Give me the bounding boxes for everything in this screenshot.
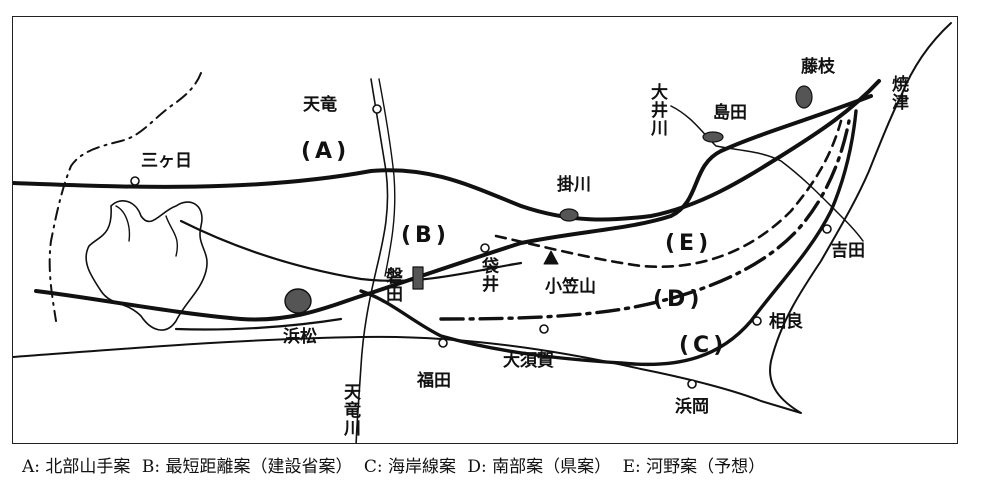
ogasayama-peak: [543, 250, 559, 265]
label-hamaoka: 浜岡: [675, 397, 709, 417]
label-hamamatsu: 浜松: [283, 327, 317, 347]
tenryu-river-line-2: [378, 78, 396, 277]
lake-inner: [115, 205, 178, 257]
label-fukuroi: 袋井: [478, 257, 498, 293]
route-legend-caption: A: 北部山手案 B: 最短距離案（建設省案） C: 海岸線案 D: 南部案（県…: [22, 452, 771, 477]
prefecture-border: [48, 72, 202, 322]
label-tenryu-river: 天竜川: [340, 383, 360, 437]
route-c-line: [359, 109, 858, 367]
iwata-area: [412, 266, 424, 290]
label-fukude: 福田: [417, 371, 451, 391]
route-b-line: [34, 94, 873, 322]
mikkabi-marker: [130, 176, 140, 186]
route-c-label: (C): [679, 333, 728, 358]
osuka-marker: [539, 324, 549, 334]
road-north-link: [179, 219, 523, 282]
route-e-line: [494, 119, 843, 268]
route-e-label: (E): [665, 231, 713, 256]
sagara-marker: [752, 316, 762, 326]
lake-hamana: [85, 200, 208, 331]
route-d-label: (D): [653, 287, 704, 312]
route-a-label: (A): [301, 139, 351, 164]
route-b-label: (B): [401, 223, 450, 248]
legend-route-c: C: 海岸線案: [363, 457, 456, 477]
shimada-area: [702, 131, 724, 143]
label-tenryu: 天竜: [303, 95, 337, 115]
label-oi-river: 大井川: [647, 83, 667, 137]
label-yoshida: 吉田: [831, 241, 865, 261]
map-drawing: [13, 22, 952, 443]
route-d-line: [439, 119, 851, 321]
tenryu-river-line: [355, 78, 389, 443]
label-yaizu: 焼津: [888, 75, 908, 111]
label-osuka: 大須賀: [503, 351, 554, 371]
route-a-line: [13, 79, 881, 222]
route-map: 天竜 三ヶ日 浜松 磐田 袋井 小笠山 掛川 島田 藤枝 焼津 吉田 相良 浜岡…: [12, 16, 958, 444]
legend-route-a: A: 北部山手案: [22, 457, 131, 477]
legend-route-b: B: 最短距離案（建設省案）: [141, 457, 353, 477]
label-fujieda: 藤枝: [801, 57, 835, 77]
tenryu-marker: [372, 104, 382, 114]
label-sagara: 相良: [769, 312, 803, 332]
hamaoka-marker: [687, 379, 697, 389]
label-mikkabi: 三ヶ日: [141, 151, 192, 171]
fukuroi-marker: [480, 243, 490, 253]
road-coast-link: [174, 317, 343, 331]
fukude-marker: [438, 338, 448, 348]
label-iwata: 磐田: [382, 267, 402, 303]
fujieda-area: [795, 85, 813, 109]
yoshida-marker: [822, 224, 832, 234]
coastline: [13, 22, 952, 414]
kakegawa-area: [559, 208, 579, 222]
legend-route-e: E: 河野案（予想）: [622, 457, 766, 477]
label-shimada: 島田: [713, 103, 747, 123]
legend-route-d: D: 南部案（県案）: [467, 457, 612, 477]
hamamatsu-area: [284, 288, 312, 314]
label-ogasayama: 小笠山: [545, 277, 596, 297]
label-kakegawa: 掛川: [557, 175, 591, 195]
